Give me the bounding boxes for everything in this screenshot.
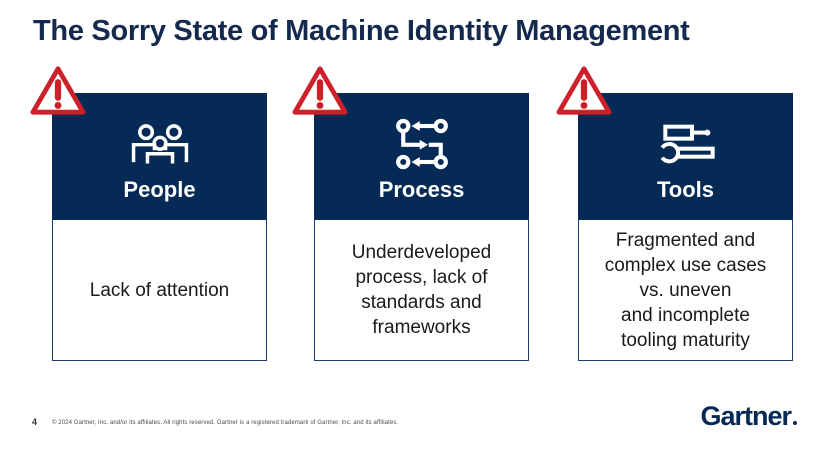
card-body-process: Underdeveloped process, lack of standard… [314,220,529,361]
page-title: The Sorry State of Machine Identity Mana… [33,15,690,47]
card-header-process: Process [314,93,529,220]
process-icon [395,115,449,173]
card-text-people: Lack of attention [89,279,230,301]
warning-triangle-icon [555,63,613,117]
card-header-tools: Tools [578,93,793,220]
copyright-text: © 2024 Gartner, Inc. and/or its affiliat… [52,420,399,426]
page-number: 4 [32,417,38,427]
card-body-tools: Fragmented and complex use cases vs. une… [578,220,793,361]
tools-icon [654,115,718,173]
card-people: People Lack of attention [30,66,267,362]
card-text-tools: Fragmented and complex use cases vs. une… [604,229,767,351]
card-tools: Tools Fragmented and complex use cases v… [556,66,793,362]
card-title-process: Process [378,177,465,202]
card-process: Process Underdeveloped process, lack of … [292,66,529,362]
card-text-process: Underdeveloped process, lack of standard… [351,242,492,338]
registered-mark-dot [793,421,797,425]
card-header-people: People [52,93,267,220]
warning-triangle-icon [291,63,349,117]
people-icon [128,115,192,173]
card-title-tools: Tools [656,177,715,202]
card-body-people: Lack of attention [52,220,267,361]
card-title-people: People [123,177,196,202]
gartner-logo-text: Gartner [700,401,792,431]
gartner-logo: Gartner [700,401,797,432]
warning-triangle-icon [29,63,87,117]
